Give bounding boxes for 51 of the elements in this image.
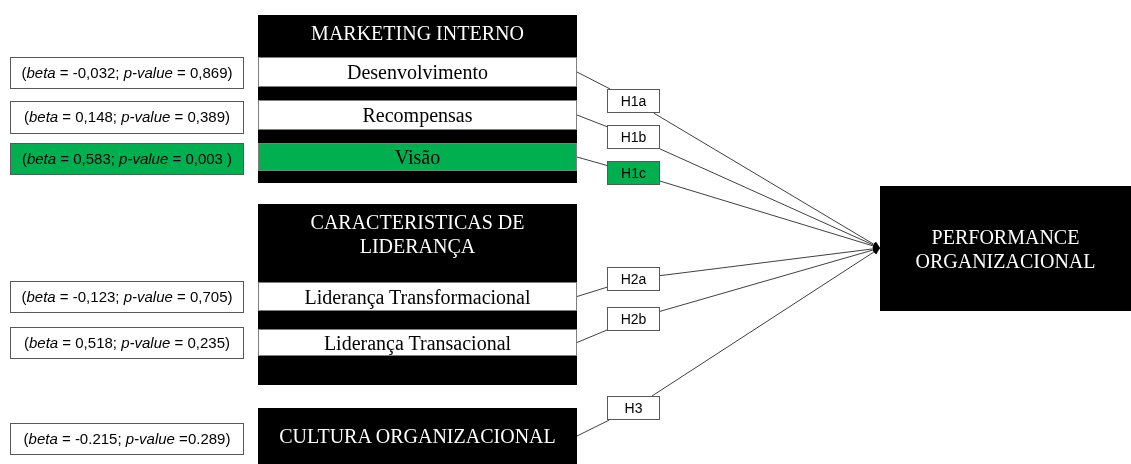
node-label: PERFORMANCE ORGANIZACIONAL [914,224,1097,273]
hypothesis-box [607,396,660,420]
node-label: (beta = 0,583; p-value = 0,003 ) [21,148,233,169]
connector-line [576,71,611,90]
panel-heading: MARKETING INTERNO [310,21,525,45]
node-label: Desenvolvimento [346,60,489,84]
node-label: H2b [620,309,647,329]
statistics-box [10,143,244,175]
panel-heading: CARACTERISTICAS DE LIDERANÇA [309,210,526,258]
construct-box [258,408,577,464]
node-label: (beta = 0,518; p-value = 0,235) [24,332,230,353]
variable-box [258,143,577,171]
arrow [659,148,881,249]
connector-line [576,114,608,128]
connector-line [576,156,608,166]
arrow [659,245,881,277]
node-label: Visão [394,145,441,169]
node-label: Liderança Transacional [323,330,512,355]
variable-box [258,57,577,87]
node-label: CULTURA ORGANIZACIONAL [279,424,556,448]
connector-line [576,286,608,297]
statistics-box [10,57,244,89]
variable-box [258,100,577,130]
statistics-box [10,327,244,359]
node-label: Recompensas [362,103,473,127]
node-label: Liderança Transformacional [304,284,531,309]
connector-line [576,419,610,437]
construct-panel [258,15,577,183]
connector-line [576,329,608,343]
statistics-box [10,281,244,313]
node-label: H2a [620,269,647,289]
node-label: H1b [620,127,647,147]
node-label: (beta = -0,032; p-value = 0,869) [21,62,233,83]
statistics-box [10,101,244,134]
hypothesis-box [607,267,660,291]
hypothesis-box [607,161,660,185]
hypothesis-box [607,89,660,113]
node-label: (beta = -0,123; p-value = 0,705) [21,286,233,307]
construct-panel [258,204,577,385]
statistics-box [10,423,244,455]
node-label: H1c [621,163,646,183]
node-label: (beta = -0.215; p-value =0.289) [23,428,231,449]
node-label: H3 [624,398,643,418]
arrow [651,247,881,397]
node-label: H1a [620,91,647,111]
hypothesis-box [607,125,660,149]
variable-box [258,329,577,356]
variable-box [258,282,577,311]
hypothesis-box [607,307,660,331]
node-label: (beta = 0,148; p-value = 0,389) [24,107,230,128]
construct-box [880,186,1131,311]
